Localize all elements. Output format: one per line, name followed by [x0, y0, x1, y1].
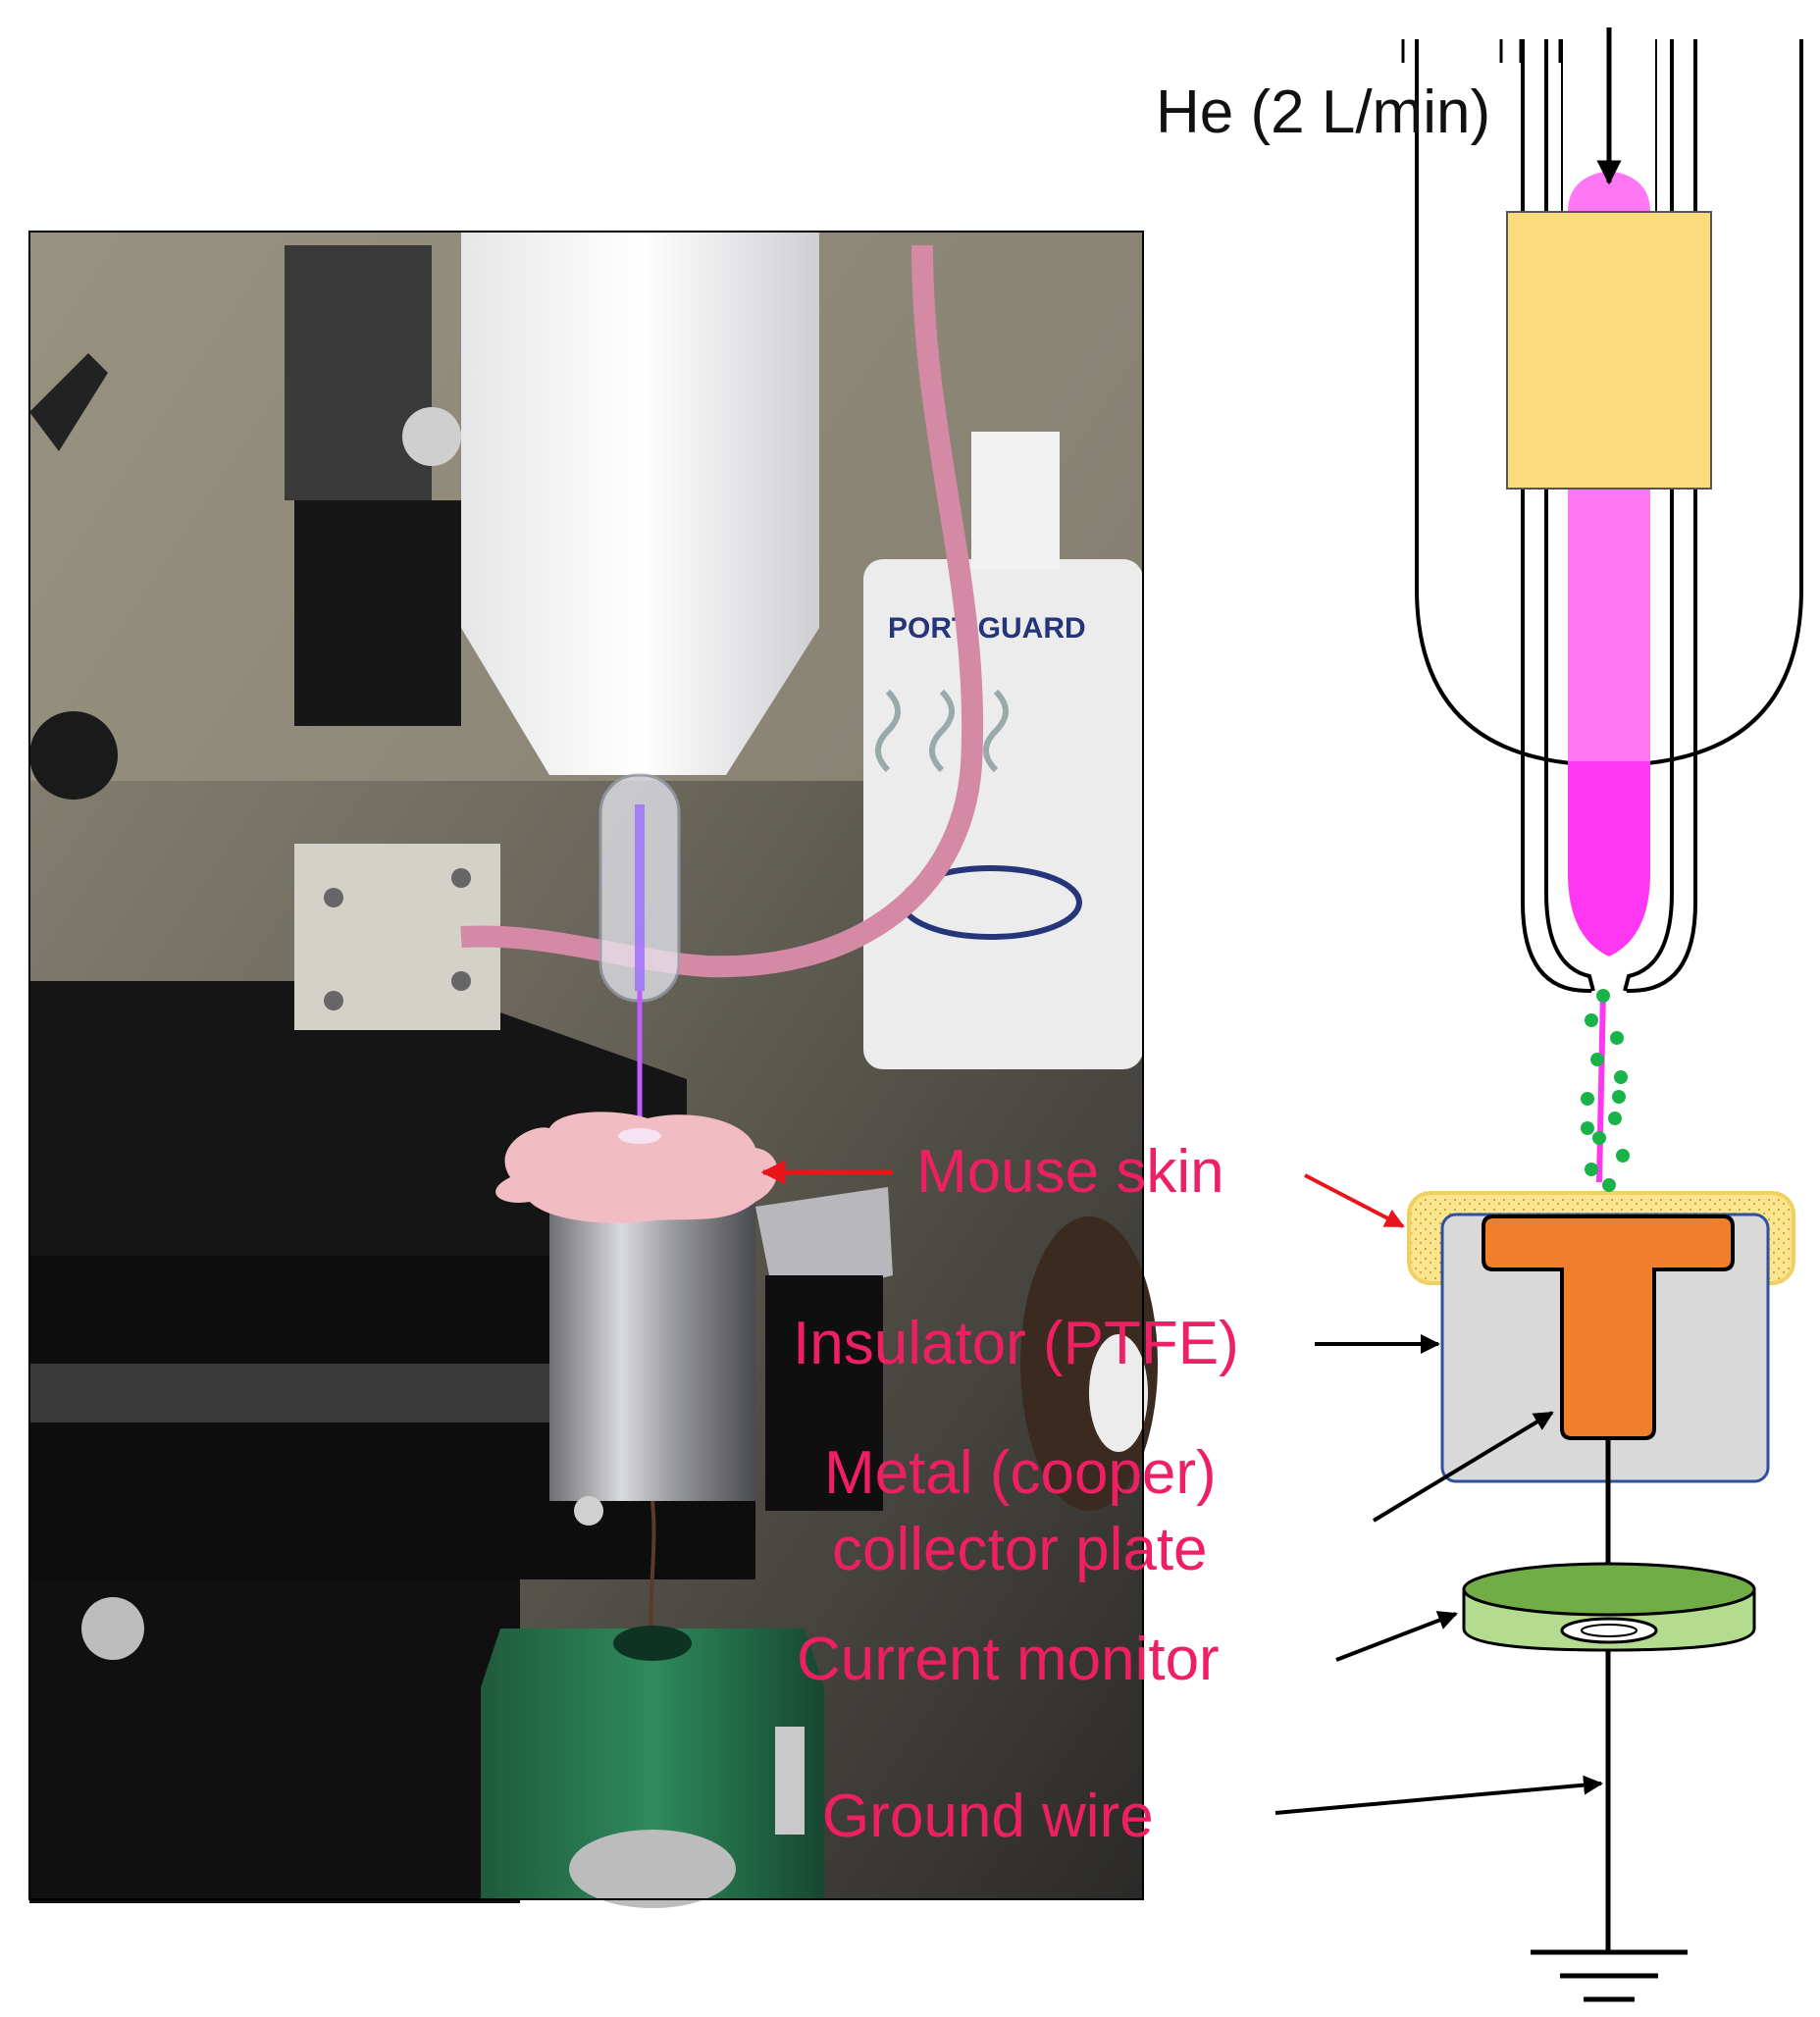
plasma-jet-head [461, 232, 819, 775]
monitor-hole [613, 1626, 692, 1661]
species-dot [1592, 1131, 1606, 1145]
photo-frame [28, 231, 1144, 1900]
quartz-tube-inner-right [1623, 39, 1674, 992]
monitor-label [775, 1727, 805, 1835]
cylinder-logo [875, 689, 901, 773]
species-dot [1596, 989, 1610, 1003]
quartz-tube-inner [1544, 39, 1595, 992]
plasma-plume [1596, 990, 1606, 1183]
cylinder-logo-2 [929, 689, 955, 773]
clamp-arm [765, 1275, 883, 1511]
species-dot [1614, 1070, 1628, 1084]
reactive-species-dots [1581, 989, 1630, 1192]
stand-knob [29, 711, 118, 800]
current-monitor-arrow [1335, 1611, 1458, 1662]
mouse-skin-arrow [1304, 1173, 1405, 1228]
photo-mouse-skin [495, 1112, 778, 1223]
cylinder-logo-3 [983, 689, 1009, 773]
metal-label-line2: collector plate [832, 1516, 1208, 1583]
current-monitor-top [1462, 1562, 1756, 1617]
photo-current-monitor [481, 1629, 824, 1899]
plasma-column-lower [1568, 761, 1650, 957]
species-dot [1581, 1092, 1594, 1106]
species-dot [1581, 1121, 1594, 1135]
ground-wire-label: Ground wire [822, 1783, 1154, 1850]
plasma-contact-spot [618, 1128, 661, 1144]
species-dot [1585, 1013, 1598, 1027]
collector-arrow [1372, 1411, 1554, 1523]
photo-metal-holder [549, 1177, 755, 1501]
metal-label-line1: Metal (cooper) [824, 1439, 1217, 1507]
species-dot [1590, 1053, 1604, 1066]
species-dot [1610, 1031, 1624, 1045]
species-dot [1616, 1149, 1630, 1163]
gas-regulator [285, 245, 432, 500]
pressure-gauge [402, 407, 461, 466]
species-dot [1585, 1163, 1598, 1176]
species-dot [1608, 1112, 1622, 1125]
current-monitor-hole-inner [1581, 1624, 1638, 1637]
current-monitor-label: Current monitor [797, 1626, 1220, 1693]
stage-screw [81, 1597, 144, 1660]
holder-screw [574, 1496, 603, 1526]
thumb-wheel-face [1089, 1334, 1148, 1452]
species-dot [1612, 1090, 1626, 1104]
powered-electrode [1506, 211, 1712, 490]
mouse-skin-label: Mouse skin [916, 1138, 1224, 1206]
insulator-label: Insulator (PTFE) [793, 1310, 1239, 1377]
species-dot [1602, 1178, 1616, 1192]
equipment-block [294, 500, 461, 726]
stand-arm [29, 353, 108, 451]
bnc-connector [569, 1830, 736, 1908]
setup-photo: PORT GUARD [28, 231, 1158, 1908]
ground-wire-arrow [1274, 1775, 1603, 1815]
quartz-tube-outer-right [1627, 39, 1697, 993]
copper-collector-plate [1482, 1215, 1735, 1440]
gas-filter-cylinder [863, 559, 1143, 1069]
schematic [1274, 27, 1803, 2002]
quartz-tube-outer [1521, 39, 1591, 993]
bottle [971, 432, 1060, 569]
gas-flow-label: He (2 L/min) [1156, 78, 1490, 146]
cylinder-brand-text: PORT GUARD [888, 612, 1086, 645]
plasma-top [1568, 171, 1650, 212]
